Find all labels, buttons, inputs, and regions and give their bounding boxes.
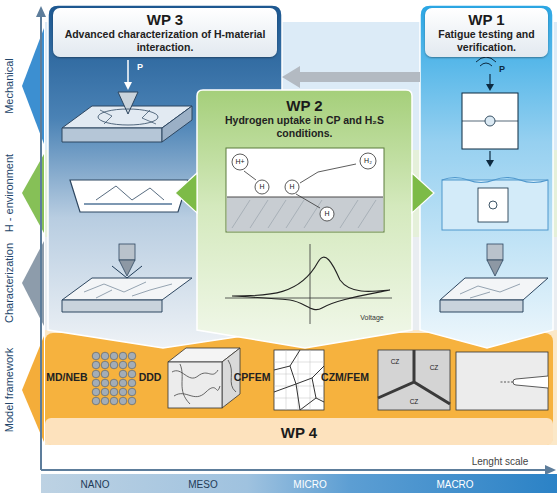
title-box: WP 1Fatigue testing and verification. bbox=[425, 8, 548, 57]
model-framework-band: WP 4 bbox=[45, 333, 553, 445]
work-package-label: WP 4 bbox=[45, 424, 553, 441]
work-package-description: Hydrogen uptake in CP and H₂S conditions… bbox=[206, 114, 403, 139]
work-package-number: WP 3 bbox=[57, 11, 273, 28]
axis-row-label: Model framework bbox=[3, 348, 15, 432]
diagram-label: P bbox=[137, 63, 143, 73]
work-package-number: WP 1 bbox=[429, 11, 544, 28]
diagram-label: H bbox=[289, 183, 294, 191]
diagram-label: Lenght scale bbox=[472, 456, 529, 467]
diagram-label: MACRO bbox=[436, 479, 473, 490]
title-box: WP 2Hydrogen uptake in CP and H₂S condit… bbox=[202, 94, 407, 143]
diagram-label: NANO bbox=[81, 479, 110, 490]
axis-row-label: Characterization bbox=[3, 243, 15, 323]
diagram-label: DDD bbox=[139, 372, 162, 384]
work-package-description: Fatigue testing and verification. bbox=[429, 28, 544, 53]
flow-arrow bbox=[175, 173, 197, 213]
flow-arrow bbox=[282, 66, 420, 88]
title-box: WP 3Advanced characterization of H-mater… bbox=[53, 8, 277, 57]
diagram-label: CZ bbox=[430, 364, 439, 371]
diagram-label: MESO bbox=[188, 479, 217, 490]
work-package-panel: WP 3Advanced characterization of H-mater… bbox=[48, 5, 282, 330]
diagram-label: H bbox=[324, 210, 329, 218]
diagram-label: H bbox=[259, 183, 264, 191]
diagram-label: CZ bbox=[410, 398, 419, 405]
diagram-label: CPFEM bbox=[234, 372, 271, 384]
flow-arrow bbox=[412, 173, 434, 213]
work-package-panel: WP 2Hydrogen uptake in CP and H₂S condit… bbox=[197, 90, 412, 330]
work-package-number: WP 2 bbox=[206, 97, 403, 114]
diagram-label: CZ bbox=[391, 358, 400, 365]
diagram-label: P bbox=[499, 65, 505, 75]
axis-row-label: H - environment bbox=[3, 154, 15, 232]
axis-row-label: Mechanical bbox=[3, 58, 15, 114]
diagram-label: MICRO bbox=[293, 479, 326, 490]
diagram-label: MD/NEB bbox=[46, 372, 87, 384]
diagram-label: CZM/FEM bbox=[321, 372, 369, 384]
work-package-panel: WP 1Fatigue testing and verification. bbox=[420, 5, 553, 330]
diagram-label: H₂ bbox=[364, 157, 372, 165]
diagram-label: Voltage bbox=[360, 314, 383, 322]
work-package-description: Advanced characterization of H-material … bbox=[57, 28, 273, 53]
diagram-label: H+ bbox=[235, 158, 244, 166]
